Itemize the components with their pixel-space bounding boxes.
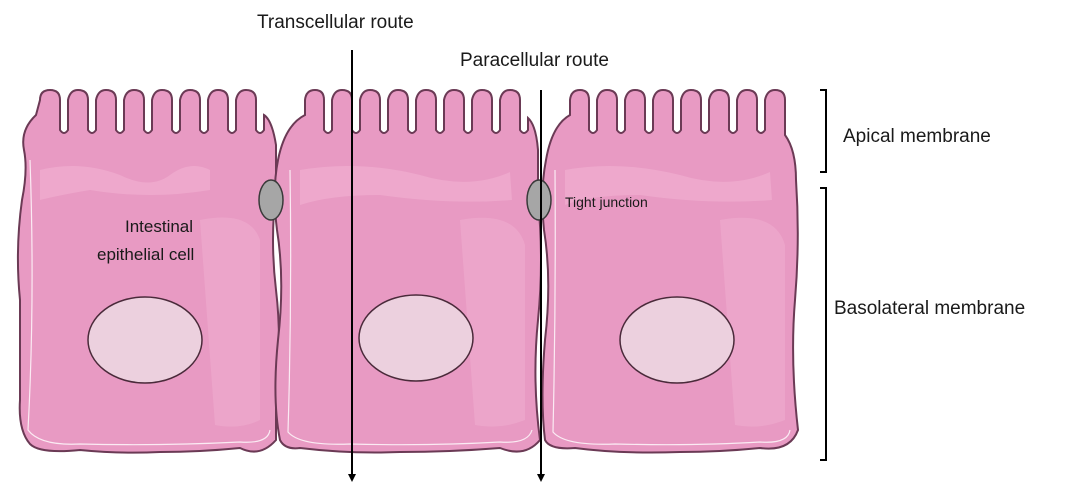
tight-junction-label: Tight junction (565, 194, 648, 210)
epithelial-cell-middle (275, 90, 541, 453)
nucleus (88, 297, 202, 383)
cell-label-line2: epithelial cell (97, 245, 194, 264)
epithelial-cell-right (542, 90, 798, 453)
basolateral-membrane-label: Basolateral membrane (834, 298, 1025, 319)
apical-membrane-bracket (820, 90, 826, 172)
epithelial-cell-left (18, 90, 279, 453)
nucleus (620, 297, 734, 383)
transcellular-route-label: Transcellular route (257, 12, 414, 33)
tight-junction-right (527, 180, 551, 220)
tight-junction-left (259, 180, 283, 220)
apical-membrane-label: Apical membrane (843, 126, 991, 147)
cell-label-line1: Intestinal (125, 217, 193, 236)
basolateral-membrane-bracket (820, 188, 826, 460)
nucleus (359, 295, 473, 381)
paracellular-route-label: Paracellular route (460, 50, 609, 71)
